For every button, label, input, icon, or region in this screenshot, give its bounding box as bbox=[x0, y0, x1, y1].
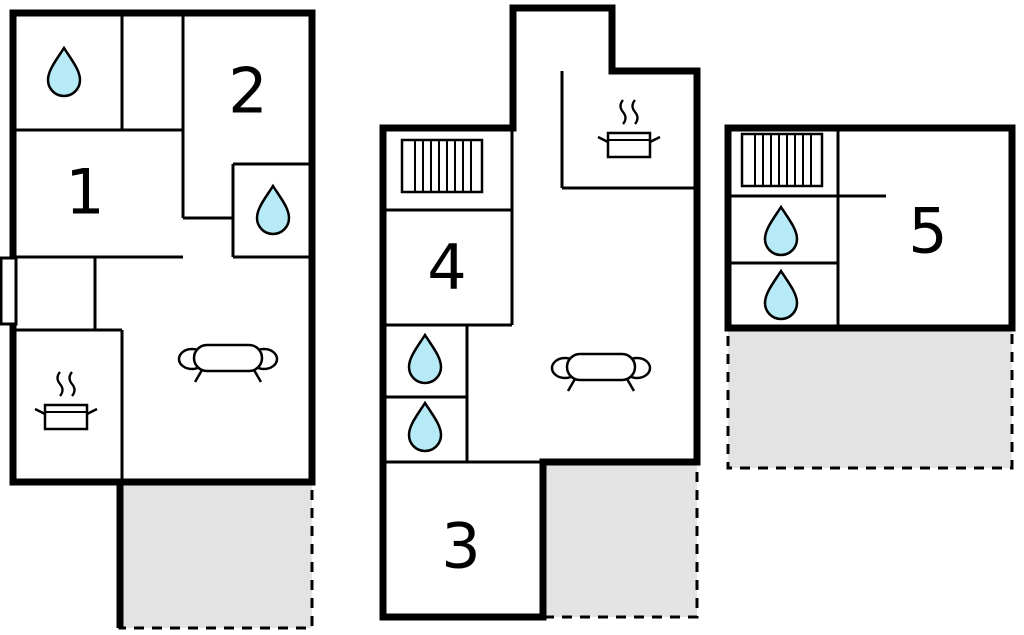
interior-walls-right bbox=[728, 128, 886, 328]
water-drop-icon bbox=[255, 184, 291, 236]
sofa-icon bbox=[550, 352, 652, 393]
interior-walls-left bbox=[13, 13, 312, 482]
outer-walls-left bbox=[9, 9, 316, 486]
stove-icon bbox=[596, 98, 662, 159]
water-drop-icon bbox=[407, 333, 443, 385]
floor-plan-right: 5 bbox=[724, 124, 1016, 470]
terrace-right bbox=[726, 328, 1014, 470]
water-drop-icon bbox=[763, 205, 799, 257]
stove-icon bbox=[33, 370, 99, 431]
room-5-label: 5 bbox=[908, 195, 947, 268]
radiator-hatch-icon bbox=[740, 132, 824, 188]
water-drop-icon bbox=[46, 46, 82, 98]
room-3-label: 3 bbox=[441, 510, 480, 583]
water-drop-icon bbox=[407, 401, 443, 453]
entrance-door bbox=[0, 256, 18, 326]
water-drop-icon bbox=[763, 269, 799, 321]
room-4-label: 4 bbox=[427, 231, 466, 304]
terrace-middle bbox=[541, 462, 699, 619]
terrace-left bbox=[118, 482, 314, 630]
floor-plan-middle: 4 3 bbox=[379, 4, 701, 621]
room-1-label: 1 bbox=[65, 156, 104, 229]
sofa-icon bbox=[177, 343, 279, 384]
floor-plan-left: 1 2 bbox=[0, 9, 316, 630]
room-2-label: 2 bbox=[228, 55, 267, 128]
radiator-hatch-icon bbox=[400, 138, 484, 194]
outer-walls-right bbox=[724, 124, 1016, 332]
interior-walls-middle bbox=[383, 71, 697, 464]
